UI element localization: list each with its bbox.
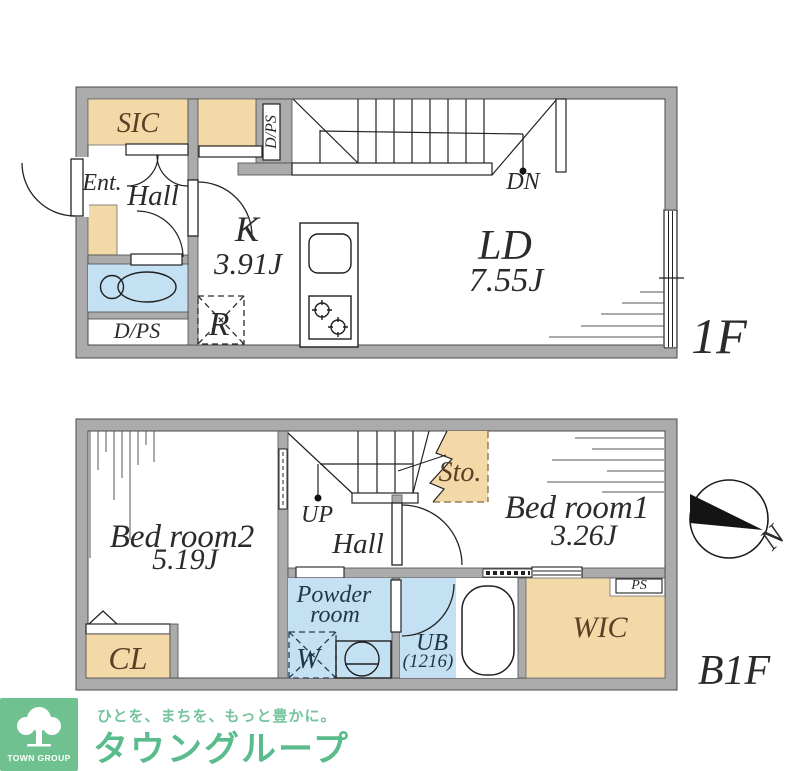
label-cl: CL <box>108 640 148 676</box>
kitchen-counter-icon <box>299 222 359 348</box>
label-floor-b1f: B1F <box>697 648 771 694</box>
label-sto: Sto. <box>438 457 482 488</box>
ld-floor-hatch <box>549 291 664 338</box>
stairs-1f-icon <box>291 98 567 176</box>
stairs-b1f-icon <box>287 430 430 504</box>
label-ld-size: 7.55J <box>468 262 544 299</box>
label-bed2-size: 5.19J <box>152 543 218 576</box>
storage-area <box>397 430 489 503</box>
label-powder-2: room <box>310 602 360 628</box>
tree-icon <box>17 707 61 747</box>
label-powder-1: Powder <box>296 582 372 608</box>
label-washer: W <box>296 644 320 675</box>
brand-company-name: タウングループ <box>93 730 350 769</box>
bathtub-icon <box>461 585 515 676</box>
ub-door-arc <box>401 583 455 637</box>
closet-room <box>196 98 263 147</box>
label-wic: WIC <box>572 611 628 644</box>
entrance-door-leaf <box>70 158 84 217</box>
washbasin-icon <box>335 640 392 679</box>
ld-window <box>659 209 684 349</box>
label-bed2: Bed room2 <box>109 519 255 555</box>
bed1-door-arc <box>401 504 463 566</box>
label-bed1: Bed room1 <box>504 490 650 526</box>
entrance-door-arc <box>21 162 76 217</box>
floorB1-plan <box>75 418 678 691</box>
label-bed1-size: 3.26J <box>551 519 617 552</box>
label-floor-1f: 1F <box>691 308 747 364</box>
wic-room <box>525 577 666 679</box>
label-ps: PS <box>631 578 647 593</box>
bed1-window <box>531 566 583 580</box>
label-ent: Ent. <box>82 170 122 196</box>
compass-icon <box>689 479 769 559</box>
hall-k-door-leaf <box>187 179 199 237</box>
brand-tagline: ひとを、まちを、もっと豊かに。 <box>97 708 337 725</box>
label-hall-1f: Hall <box>127 180 179 212</box>
label-dps-room: D/PS <box>113 318 161 343</box>
bed1-hatch <box>547 437 664 493</box>
label-up: UP <box>301 502 333 528</box>
label-ub: UB <box>416 630 448 656</box>
bed2-hatch <box>89 431 155 558</box>
sic-room <box>87 98 189 146</box>
logo-town-group-text: TOWN GROUP <box>7 753 71 763</box>
label-ub-size: (1216) <box>402 651 454 672</box>
ps-box <box>615 578 663 594</box>
label-ld: LD <box>478 223 532 269</box>
label-dps-duct: D/PS <box>263 115 280 149</box>
bed1-door-leaf <box>391 502 403 566</box>
dps-duct <box>262 103 281 161</box>
label-kitchen-size: 3.91J <box>213 246 282 281</box>
town-group-logo <box>0 698 78 771</box>
label-kitchen: K <box>234 209 259 249</box>
label-fridge: R <box>208 306 230 343</box>
fridge-space <box>197 295 245 345</box>
toilet-icon <box>99 271 177 303</box>
label-sic: SIC <box>117 108 159 139</box>
kitchen-sink-icon <box>308 233 352 274</box>
shoe-cabinet <box>87 204 118 256</box>
hall-k-door-arc <box>197 181 253 237</box>
cl-closet <box>85 610 179 679</box>
label-hall-b1f: Hall <box>332 528 384 560</box>
floor1-plan <box>21 86 684 359</box>
ub-room <box>400 578 456 678</box>
label-dn: DN <box>506 169 540 195</box>
toilet-room <box>88 263 188 312</box>
stove-icon <box>308 295 352 340</box>
